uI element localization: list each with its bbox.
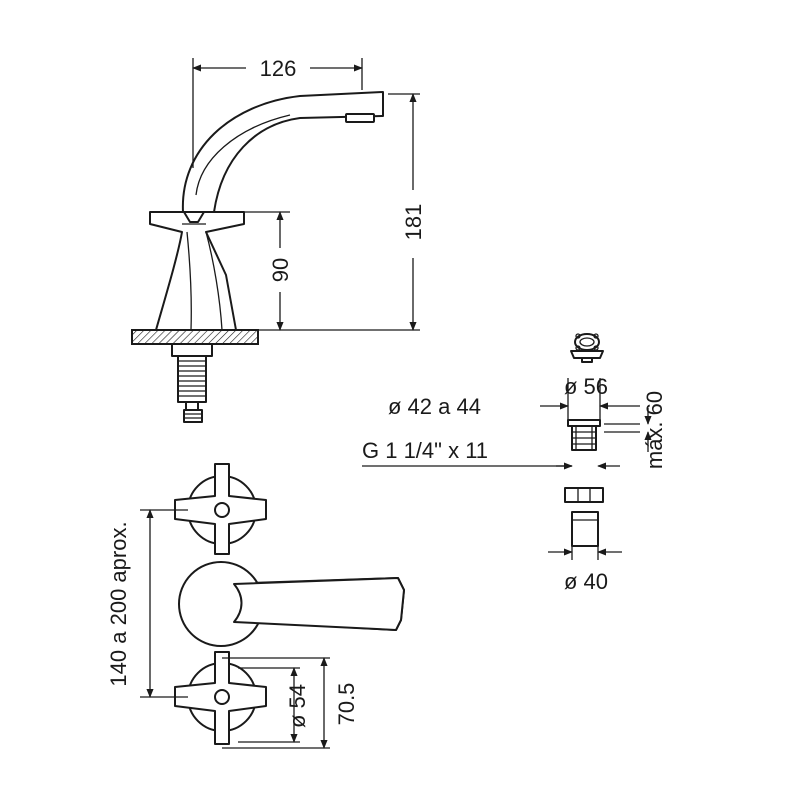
dim-o42-44-label: ø 42 a 44 (388, 394, 481, 419)
spout (181, 91, 384, 213)
dim-181-label: 181 (401, 204, 426, 241)
faucet-top-view: 140 a 200 aprox. ø 54 70.5 (106, 463, 405, 749)
dim-90-label: 90 (268, 258, 293, 282)
dim-o56-label: ø 56 (564, 374, 608, 399)
mounting-nut (171, 343, 213, 357)
drain-nut (564, 487, 604, 503)
dim-o40-label: ø 40 (564, 569, 608, 594)
lever-body (178, 561, 405, 647)
connector (185, 401, 199, 411)
dim-thread-label: G 1 1/4" x 11 (362, 438, 488, 463)
upper-cross-handle (174, 463, 267, 555)
dim-o54-label: ø 54 (285, 684, 310, 728)
dim-max60-label: máx. 60 (642, 391, 667, 469)
connector-tail (183, 409, 203, 423)
spout-tip (345, 113, 375, 123)
shank-threads (178, 360, 206, 397)
drain-chain-ring (574, 333, 600, 351)
dim-center-distance-label: 140 a 200 aprox. (106, 521, 131, 686)
dim-126-label: 126 (260, 56, 297, 81)
drain-tail-pipe (571, 511, 599, 547)
drain-assembly: ø 56 ø 42 a 44 G 1 1/4" x 11 máx. 60 ø 4… (362, 333, 667, 594)
faucet-body (149, 211, 245, 331)
drain-stopper (570, 350, 604, 359)
faucet-side-view: 126 181 90 (131, 56, 426, 423)
dim-70-5-label: 70.5 (334, 683, 359, 726)
base-plate (131, 329, 259, 345)
threaded-shank (177, 355, 207, 403)
lower-cross-handle (174, 651, 267, 745)
